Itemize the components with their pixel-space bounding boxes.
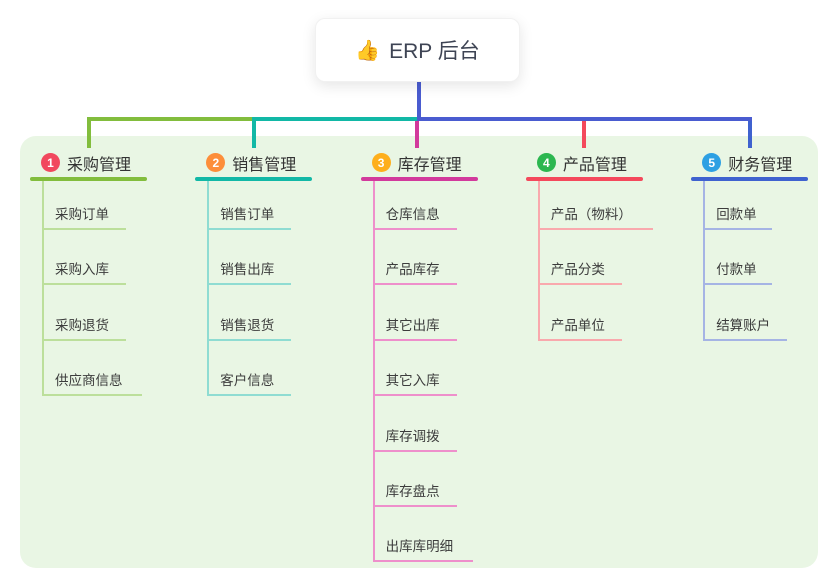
branch-3-child-5[interactable]: 库存调拨 [372,426,457,452]
branch-2-child-2-label: 销售出库 [220,262,275,278]
branch-1-number-badge: 1 [41,153,60,172]
branch-4-child-1-label: 产品（物料） [550,207,632,222]
branch-node-3[interactable]: 3 库存管理 [361,148,478,177]
branch-3-child-3[interactable]: 其它出库 [372,315,457,341]
branch-1-child-3[interactable]: 采购退货 [42,315,126,341]
root-node-label: ERP 后台 [389,40,480,63]
branch-1-child-2[interactable]: 采购入库 [42,259,126,286]
connector-drop-2 [251,119,256,148]
connector-drop-1 [86,119,91,148]
branch-4-label: 产品管理 [562,156,627,174]
branch-3-child-7[interactable]: 出库库明细 [372,536,473,563]
branch-node-1[interactable]: 1 采购管理 [30,148,147,177]
branch-5-child-3[interactable]: 结算账户 [703,315,788,341]
branch-5-child-1-label: 回款单 [716,207,757,222]
branch-2-number-badge: 2 [206,153,226,172]
branch-1-child-1-label: 采购订单 [55,207,109,222]
branch-node-2[interactable]: 2 销售管理 [195,148,312,177]
connector-bus-mid-teal [251,117,419,121]
branch-4-child-2-label: 产品分类 [550,262,605,278]
connector-drop-5 [747,119,752,148]
branch-2-child-1[interactable]: 销售订单 [207,204,292,230]
branch-3-child-2-label: 产品库存 [385,262,440,278]
branch-1-child-1[interactable]: 采购订单 [42,204,126,230]
branch-5-number-badge: 5 [702,153,722,172]
branch-3-label: 库存管理 [397,156,462,174]
thumbs-up-icon: 👍 [355,39,381,62]
branch-3-child-5-label: 库存调拨 [385,428,440,444]
branch-4-child-connector [537,180,540,341]
branch-1-label: 采购管理 [67,156,132,174]
branch-1-child-connector [42,180,44,397]
branch-2-child-4-label: 客户信息 [220,373,275,389]
branch-2-label: 销售管理 [232,156,297,174]
branch-3-child-4-label: 其它入库 [385,373,440,389]
branch-5-child-2[interactable]: 付款单 [703,259,773,286]
branch-4-underline [525,177,643,181]
root-node[interactable]: 👍 ERP 后台 [315,18,520,82]
connector-root-trunk [416,80,421,121]
branch-3-child-2[interactable]: 产品库存 [372,259,457,286]
branches-panel-background [20,136,818,568]
branch-3-underline [360,177,478,181]
connector-bus-right-blue [416,117,752,121]
branch-3-number-badge: 3 [371,153,391,172]
branch-5-child-connector [703,180,706,341]
connector-drop-4 [582,119,587,148]
branch-2-child-1-label: 销售订单 [220,207,275,222]
branch-3-child-1[interactable]: 仓库信息 [372,204,457,230]
branch-3-child-connector [372,180,375,563]
branch-1-child-2-label: 采购入库 [55,262,109,278]
branch-2-underline [195,177,313,181]
branch-4-child-2[interactable]: 产品分类 [537,259,622,286]
branch-5-child-2-label: 付款单 [716,262,757,278]
branch-2-child-3[interactable]: 销售退货 [207,315,292,341]
connector-drop-3 [415,119,420,148]
branch-3-child-1-label: 仓库信息 [385,207,440,222]
branch-3-child-6[interactable]: 库存盘点 [372,481,457,507]
branch-2-child-3-label: 销售退货 [220,317,275,333]
branch-4-child-3[interactable]: 产品单位 [537,315,622,341]
branch-5-underline [691,177,809,181]
branch-1-child-4[interactable]: 供应商信息 [42,370,142,397]
branch-4-number-badge: 4 [536,153,556,172]
branch-3-child-6-label: 库存盘点 [385,484,440,499]
branch-3-child-4[interactable]: 其它入库 [372,370,457,397]
branch-node-4[interactable]: 4 产品管理 [526,148,643,177]
branch-4-child-3-label: 产品单位 [550,317,605,333]
branch-node-5[interactable]: 5 财务管理 [691,148,808,177]
branch-1-underline [30,177,147,181]
branch-5-child-3-label: 结算账户 [716,317,771,333]
branch-2-child-2[interactable]: 销售出库 [207,259,292,286]
branch-4-child-1[interactable]: 产品（物料） [537,204,653,230]
branch-5-label: 财务管理 [728,156,793,174]
branch-2-child-4[interactable]: 客户信息 [207,370,292,397]
branch-3-child-3-label: 其它出库 [385,317,440,333]
branch-1-child-4-label: 供应商信息 [55,373,123,389]
branch-2-child-connector [207,180,210,397]
branch-1-child-3-label: 采购退货 [55,317,109,333]
branch-3-child-7-label: 出库库明细 [385,539,454,555]
branch-5-child-1[interactable]: 回款单 [703,204,773,230]
